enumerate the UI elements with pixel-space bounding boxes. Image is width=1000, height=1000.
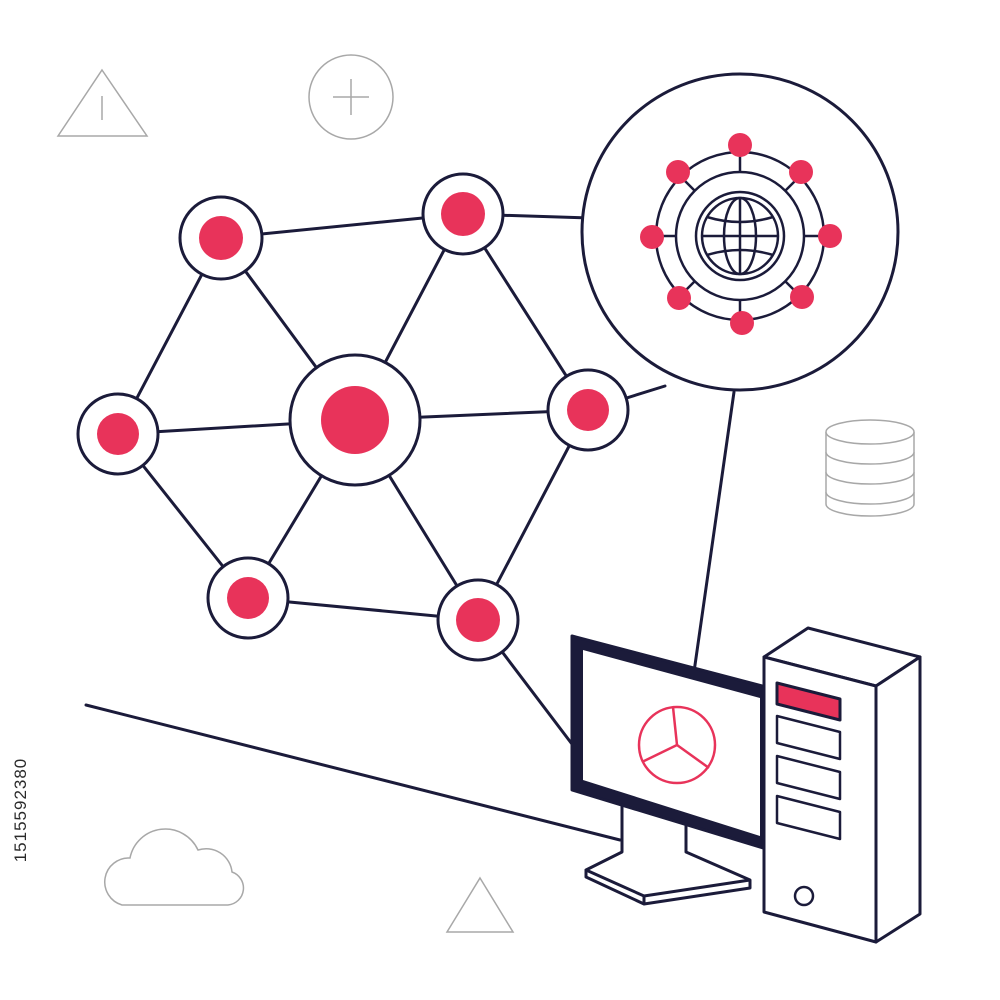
database-icon	[825, 419, 915, 517]
network-nodes	[76, 172, 630, 662]
network-node	[436, 578, 520, 662]
pie-chart-icon	[637, 705, 717, 785]
plus-circle-icon	[308, 54, 394, 140]
server-status-light	[775, 681, 842, 722]
globe-icon	[700, 196, 780, 276]
network-node	[206, 556, 290, 640]
server-tower	[762, 626, 922, 944]
network-node	[76, 392, 160, 476]
stock-id-watermark: 1515592380	[11, 757, 30, 863]
triangle-icon	[445, 876, 515, 933]
server-power-button	[793, 885, 815, 907]
network-hub-node	[288, 353, 422, 487]
warning-triangle-icon	[56, 68, 149, 137]
server-drive-bay	[775, 754, 842, 801]
global-network-bubble	[580, 72, 900, 392]
network-node	[178, 195, 264, 281]
network-node	[546, 368, 630, 452]
server-drive-bay	[775, 794, 842, 841]
cloud-icon	[103, 828, 245, 906]
desktop-monitor	[570, 634, 772, 906]
server-drive-bay	[775, 714, 842, 761]
network-node	[421, 172, 505, 256]
globe-satellite-dots	[640, 133, 842, 335]
